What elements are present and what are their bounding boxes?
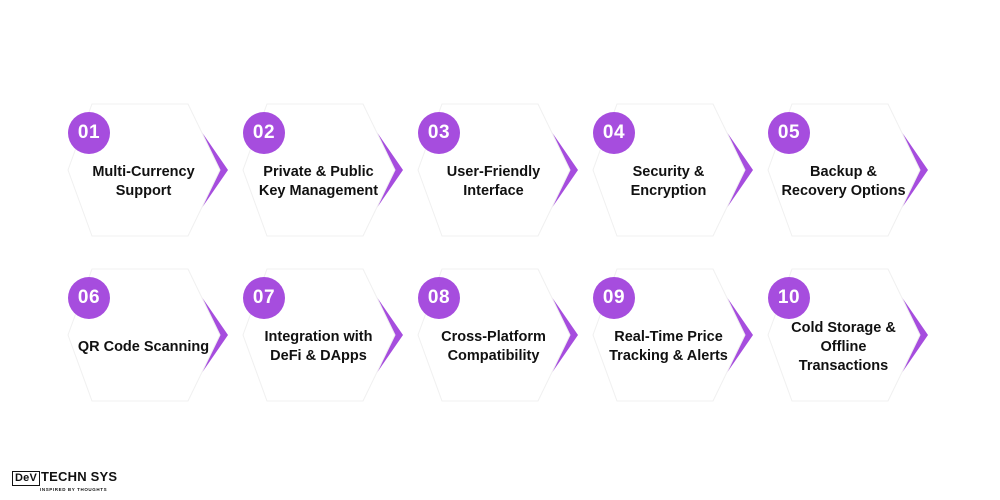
feature-number-badge: 02 — [243, 112, 285, 154]
feature-label: Cross-Platform Compatibility — [441, 329, 546, 364]
feature-label: Real-Time Price Tracking & Alerts — [609, 329, 728, 364]
feature-label: Security & Encryption — [630, 164, 707, 199]
feature-card-06: 06 QR Code Scanning — [67, 265, 238, 405]
feature-card-05: 05 Backup & Recovery Options — [767, 100, 938, 240]
logo-brand-box: DeV — [12, 471, 40, 486]
logo-brand-rest: TECHN SYS — [41, 469, 118, 484]
feature-card-10: 10 Cold Storage & Offline Transactions — [767, 265, 938, 405]
feature-card-01: 01 Multi-Currency Support — [67, 100, 238, 240]
feature-label: Multi-Currency Support — [92, 164, 195, 199]
feature-label: QR Code Scanning — [77, 338, 210, 355]
feature-card-07: 07 Integration with DeFi & DApps — [242, 265, 413, 405]
feature-card-08: 08 Cross-Platform Compatibility — [417, 265, 588, 405]
feature-number-badge: 03 — [418, 112, 460, 154]
feature-label: Integration with DeFi & DApps — [264, 329, 373, 364]
feature-number-badge: 09 — [593, 277, 635, 319]
feature-card-04: 04 Security & Encryption — [592, 100, 763, 240]
feature-label: Backup & Recovery Options — [781, 164, 906, 199]
feature-number-badge: 06 — [68, 277, 110, 319]
feature-number-badge: 08 — [418, 277, 460, 319]
feature-number-badge: 04 — [593, 112, 635, 154]
logo-tagline: INSPIRED BY THOUGHTS — [40, 487, 108, 492]
feature-label: Cold Storage & Offline Transactions — [791, 319, 896, 374]
feature-number-badge: 10 — [768, 277, 810, 319]
feature-label: User-Friendly Interface — [446, 164, 541, 199]
feature-number-badge: 01 — [68, 112, 110, 154]
feature-number-badge: 05 — [768, 112, 810, 154]
feature-number-badge: 07 — [243, 277, 285, 319]
feature-card-09: 09 Real-Time Price Tracking & Alerts — [592, 265, 763, 405]
feature-card-02: 02 Private & Public Key Management — [242, 100, 413, 240]
feature-card-03: 03 User-Friendly Interface — [417, 100, 588, 240]
feature-label: Private & Public Key Management — [258, 164, 379, 199]
